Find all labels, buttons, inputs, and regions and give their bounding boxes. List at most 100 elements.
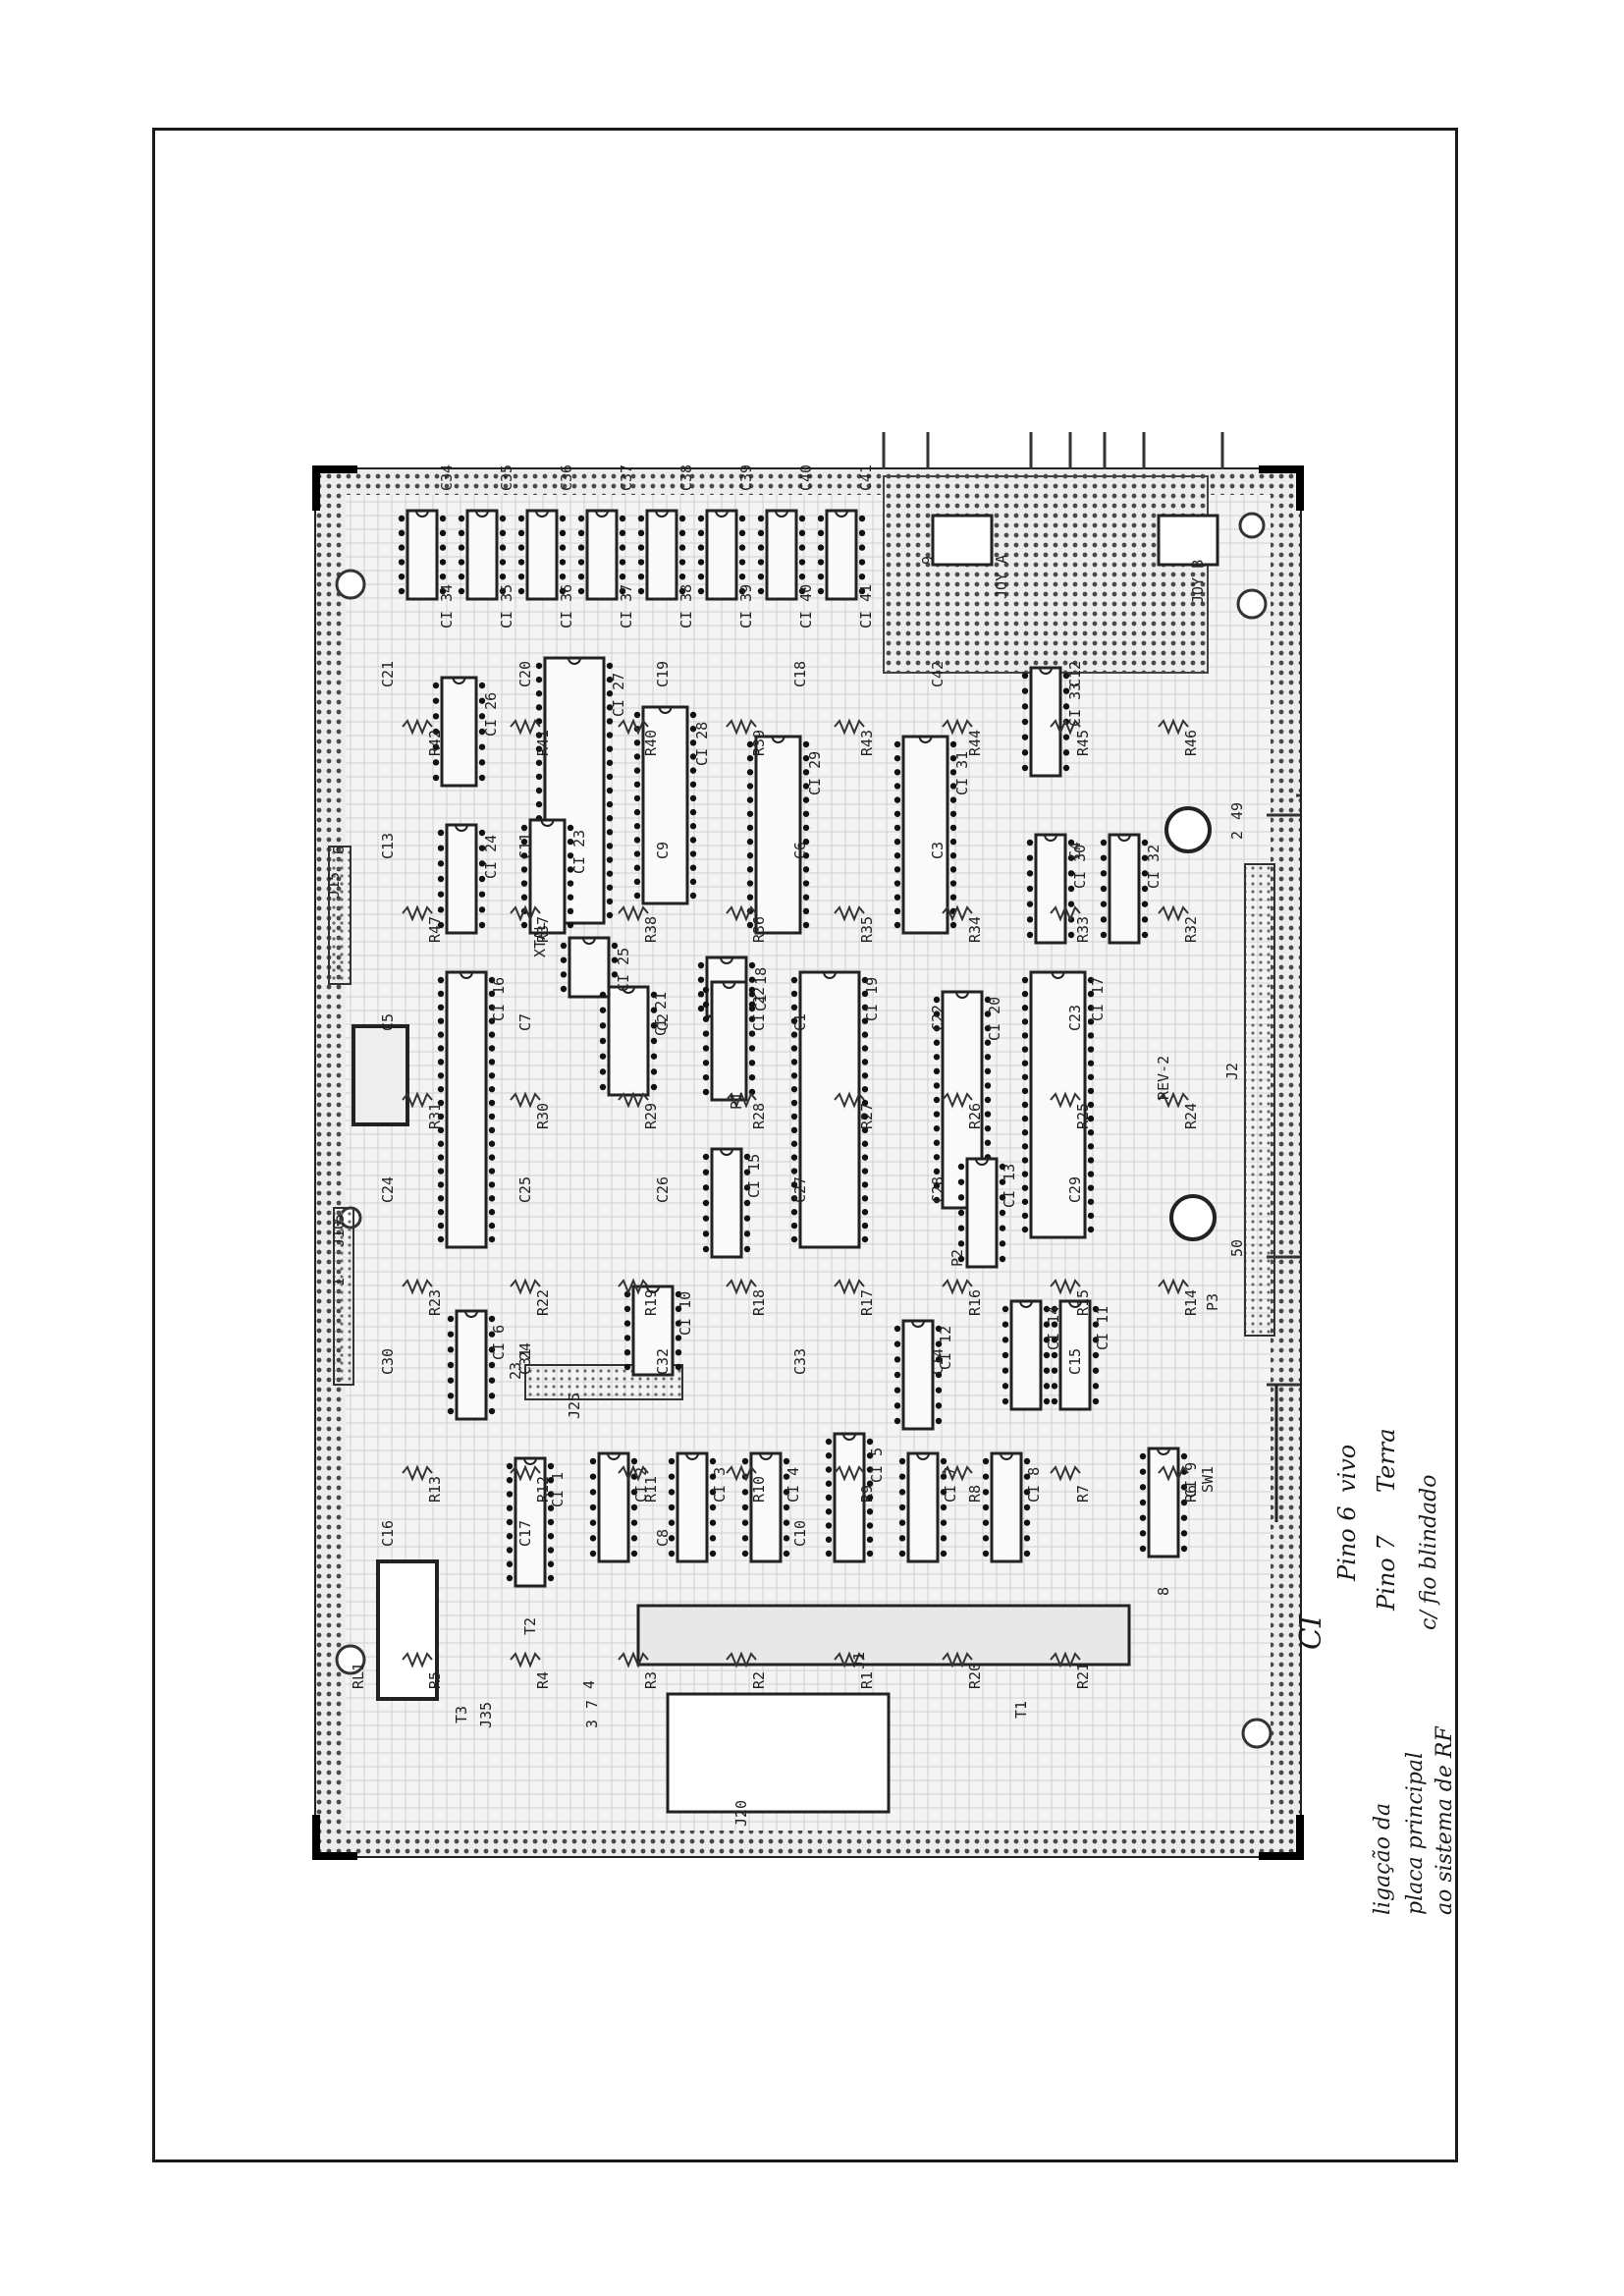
component-label: CI 35 (498, 584, 515, 629)
component-label: C32 (654, 1348, 672, 1375)
component-label: 23 (507, 1362, 524, 1380)
component-label: CI 39 (737, 584, 755, 629)
component-label: R45 (1074, 730, 1092, 756)
component-label: R24 (1182, 1103, 1200, 1129)
component-label: C37 (618, 465, 635, 491)
component-label: C20 (516, 661, 534, 687)
component-label: CI 27 (610, 673, 627, 717)
component-label: J10 (330, 1221, 348, 1247)
component-label: C41 (857, 465, 875, 491)
component-label: C38 (677, 465, 695, 491)
component-label: R23 (426, 1289, 444, 1316)
resistor-symbol (726, 1464, 757, 1482)
component-label: R32 (1182, 916, 1200, 943)
component-label: C1 (791, 1013, 809, 1031)
resistor-symbol (726, 904, 757, 922)
resistor-symbol (942, 1278, 973, 1295)
component-label: CI 6 (490, 1325, 508, 1360)
component-label: C18 (791, 661, 809, 687)
ic-package-ci-38 (637, 509, 686, 601)
component-label: R40 (642, 730, 660, 756)
component-label: C21 (379, 661, 397, 687)
resistor-symbol (402, 1651, 433, 1668)
ic-package-ci-22 (702, 980, 756, 1102)
component-label: CI 4 (785, 1467, 802, 1503)
component-label: R37 (534, 916, 552, 943)
resistor-symbol (834, 1278, 865, 1295)
component-label: CI 29 (806, 751, 824, 795)
ic-package-ci-8 (982, 1451, 1031, 1563)
component-label: XTAL (531, 922, 549, 957)
component-label: R11 (642, 1476, 660, 1503)
resistor-symbol (1158, 1278, 1189, 1295)
component-label: R33 (1074, 916, 1092, 943)
component-label: CI 16 (490, 977, 508, 1021)
component-label: CI 8 (1025, 1467, 1043, 1503)
component-label: CI 41 (857, 584, 875, 629)
component-label: C22 (929, 1005, 947, 1031)
component-label: C14 (929, 1348, 947, 1375)
resistor-symbol (402, 1091, 433, 1109)
component-label: R34 (966, 916, 984, 943)
resistor-symbol (834, 1651, 865, 1668)
component-label: C9 (654, 842, 672, 859)
resistor-symbol (942, 1651, 973, 1668)
component-label: SW1 (1199, 1466, 1217, 1493)
component-label: CI 7 (942, 1467, 959, 1503)
resistor-symbol (1050, 1091, 1081, 1109)
note-line2: placa principal (1403, 1752, 1428, 1915)
ic-package-ci-13 (957, 1157, 1006, 1269)
component-label: R9 (858, 1485, 876, 1503)
resistor-symbol (942, 718, 973, 736)
component-label: 6 (330, 846, 348, 854)
component-label: C40 (797, 465, 815, 491)
component-label: C7 (516, 1013, 534, 1031)
resistor-symbol (618, 904, 649, 922)
ic-package-ci-23 (520, 818, 574, 935)
component-label: CI 33 (1066, 683, 1084, 727)
component-label: R16 (966, 1289, 984, 1316)
resistor-symbol (618, 718, 649, 736)
component-label: CI 21 (652, 992, 670, 1036)
component-label: CI 34 (438, 584, 456, 629)
resistor-symbol (510, 1278, 541, 1295)
resistor-symbol (834, 904, 865, 922)
component-label: 1 (330, 1278, 348, 1286)
ic-package-ci-12 (893, 1319, 943, 1431)
resistor-symbol (1158, 904, 1189, 922)
resistor-symbol (1158, 718, 1189, 736)
resistor-symbol (1050, 1651, 1081, 1668)
ic-package-ci-41 (817, 509, 866, 601)
component-label: JOY A (993, 555, 1010, 599)
ic-package-ci-26 (432, 676, 486, 788)
resistor-symbol (834, 1464, 865, 1482)
component-label: R21 (1074, 1663, 1092, 1689)
component-label: C4 (1066, 842, 1084, 859)
component-label: 9 (919, 556, 937, 565)
component-label: C23 (1066, 1005, 1084, 1031)
component-label: R1 (858, 1671, 876, 1689)
component-label: R41 (534, 730, 552, 756)
component-label: R18 (750, 1289, 768, 1316)
component-label: R17 (858, 1289, 876, 1316)
component-label: R38 (642, 916, 660, 943)
ic-package-ci-3 (668, 1451, 717, 1563)
component-label: RL1 (350, 1663, 367, 1689)
resistor-symbol (942, 1464, 973, 1482)
component-label: 2 (1228, 831, 1246, 840)
resistor-symbol (510, 1091, 541, 1109)
component-label: CI 26 (482, 692, 500, 737)
resistor-symbol (942, 904, 973, 922)
component-label: C26 (654, 1176, 672, 1203)
resistor-symbol (402, 1278, 433, 1295)
handwritten-notes: CI Pino 6 vivo Pino 7 Terra ligação da p… (1294, 1428, 1457, 1915)
component-label: R26 (966, 1103, 984, 1129)
component-label: CI 11 (1094, 1306, 1111, 1350)
resistor-symbol (942, 1091, 973, 1109)
note-line1: ligação da (1371, 1803, 1395, 1915)
ic-package-ci-39 (697, 509, 746, 601)
component-label: 50 (1228, 1239, 1246, 1257)
component-label: CI 17 (1089, 977, 1107, 1021)
